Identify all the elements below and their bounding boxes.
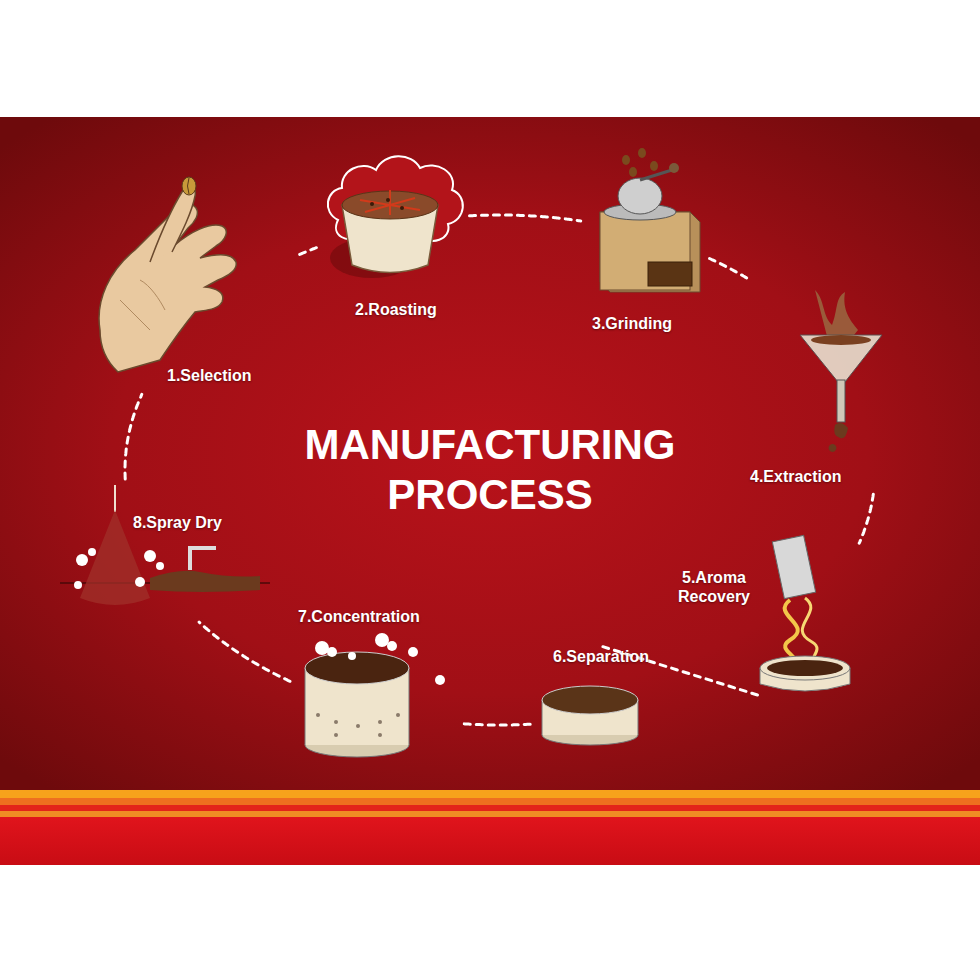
step-label: 5.Aroma Recovery <box>664 568 764 606</box>
stripe <box>0 790 980 798</box>
funnel-illustration <box>800 290 882 452</box>
process-step: 7.Concentration <box>295 603 455 758</box>
dish-illustration <box>542 686 638 745</box>
process-step: 5.Aroma Recovery <box>660 530 855 695</box>
step-label: 4.Extraction <box>750 467 842 486</box>
grinder-illustration <box>600 148 700 292</box>
stripe <box>0 798 980 805</box>
dashed-connector <box>470 215 581 221</box>
step-label: 8.Spray Dry <box>133 513 222 532</box>
dashed-connector <box>859 494 873 543</box>
roaster-illustration <box>328 156 463 278</box>
diagram-title: MANUFACTURING PROCESS <box>260 420 720 521</box>
spray-illustration <box>60 485 270 605</box>
step-label: 6.Separation <box>553 647 649 666</box>
step-label: 7.Concentration <box>298 607 420 626</box>
process-step: 8.Spray Dry <box>65 483 275 618</box>
step-label: 2.Roasting <box>355 300 437 319</box>
dashed-connector <box>710 259 751 281</box>
stripe <box>0 817 980 865</box>
process-step: 3.Grinding <box>585 148 705 338</box>
dashed-connector <box>459 724 530 726</box>
dashed-connector <box>125 394 142 479</box>
step-label: 3.Grinding <box>592 314 672 333</box>
hand-illustration <box>99 177 236 372</box>
process-step: 4.Extraction <box>745 285 895 490</box>
aroma-illustration <box>760 535 850 691</box>
process-step: 6.Separation <box>535 645 660 750</box>
process-step: 1.Selection <box>90 175 295 390</box>
process-step: 2.Roasting <box>325 140 465 325</box>
step-label: 1.Selection <box>167 366 251 385</box>
pot-illustration <box>305 633 445 757</box>
dashed-connector <box>199 622 290 681</box>
dashed-connector <box>300 246 321 254</box>
